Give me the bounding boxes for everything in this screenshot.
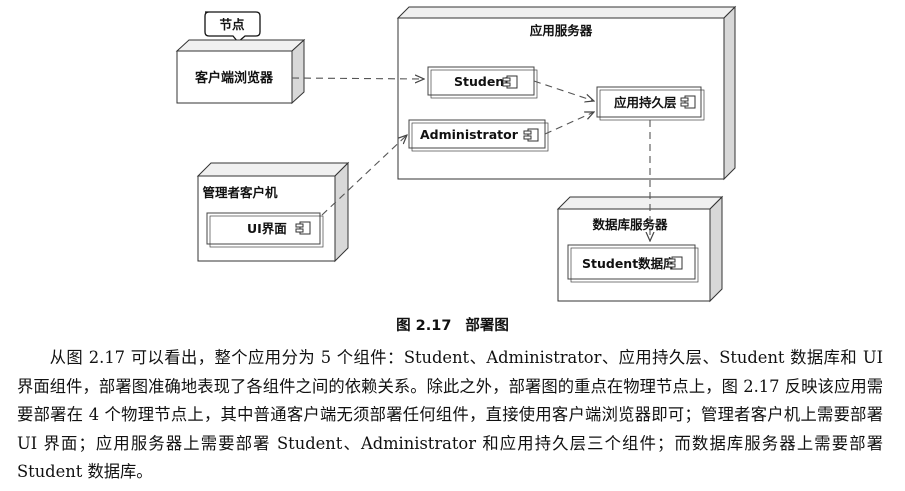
node-admin-client-label: 管理者客户机 (202, 185, 278, 200)
dependency-arrows (291, 78, 650, 241)
component-student-label: Student (454, 74, 510, 89)
component-ui: UI界面 (206, 212, 324, 248)
component-student-db-label: Student数据库 (582, 256, 676, 271)
deployment-diagram: 节点 客户端浏览器 管理者客户机 应用服务器 数据库服务器 Student (175, 5, 737, 303)
node-app-server-label: 应用服务器 (530, 23, 593, 38)
dependency-administrator-persistence (544, 112, 594, 135)
figure-caption: 图 2.17 部署图 (0, 314, 905, 335)
component-administrator: Administrator (408, 119, 549, 152)
component-icon (295, 221, 311, 235)
component-icon (523, 128, 539, 142)
node-browser-label: 客户端浏览器 (195, 70, 274, 86)
component-icon (502, 75, 518, 89)
component-student-db: Student数据库 (567, 244, 699, 283)
dependency-browser-student (291, 78, 424, 79)
figure-number: 图 2.17 (396, 318, 452, 334)
dependency-student-persistence (533, 80, 594, 101)
body-paragraph: 从图 2.17 可以看出，整个应用分为 5 个组件：Student、Admini… (17, 348, 883, 482)
node-db-server-label: 数据库服务器 (591, 217, 668, 232)
figure-title: 部署图 (465, 318, 509, 334)
dependency-ui-administrator (321, 135, 407, 216)
node-browser: 客户端浏览器 (175, 38, 306, 105)
component-persistence: 应用持久层 (596, 86, 705, 121)
component-administrator-label: Administrator (420, 127, 519, 142)
component-icon (667, 256, 683, 270)
component-icon (680, 95, 696, 109)
component-ui-label: UI界面 (247, 221, 287, 236)
component-student: Student (427, 66, 538, 99)
callout-label: 节点 (219, 17, 245, 32)
node-callout: 节点 (204, 11, 261, 43)
component-persistence-label: 应用持久层 (614, 95, 677, 110)
